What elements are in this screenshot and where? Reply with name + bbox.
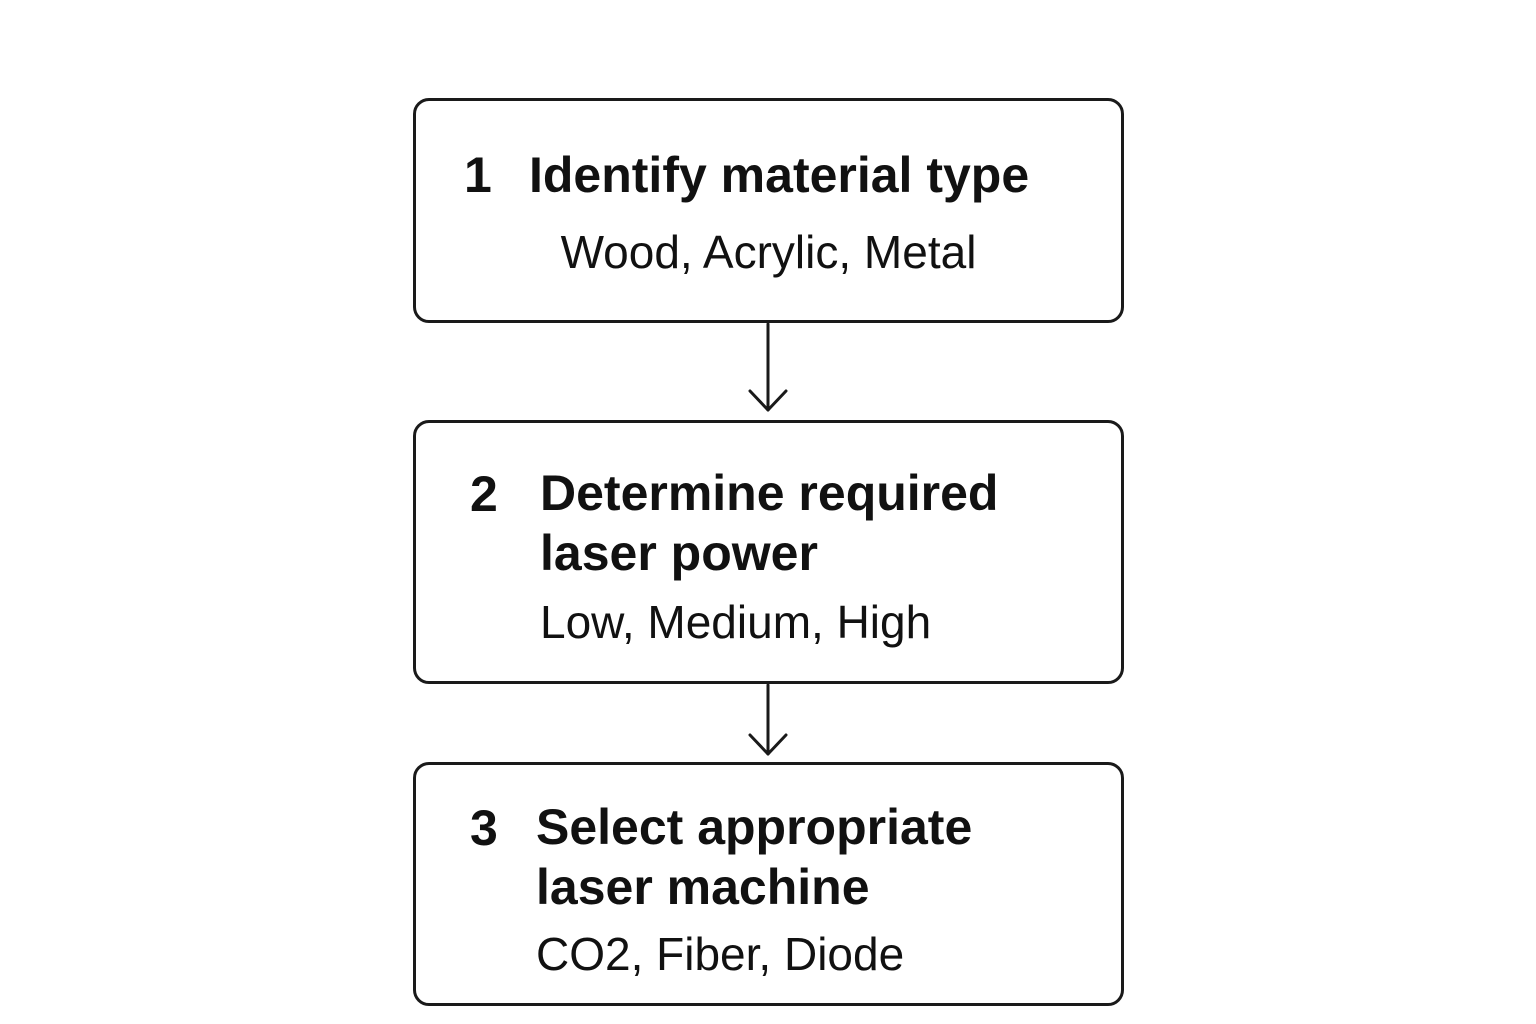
step-title-2: Determine required laser power — [540, 465, 999, 581]
step-number-2: 2 — [470, 466, 498, 522]
step-number-1: 1 — [464, 147, 492, 203]
step-box-2: 2 Determine required laser power Low, Me… — [413, 420, 1124, 684]
step-box-1: 1 Identify material type Wood, Acrylic, … — [413, 98, 1124, 323]
step-title-1: Identify material type — [529, 147, 1030, 203]
step-number-3: 3 — [470, 800, 498, 856]
step-box-3: 3 Select appropriate laser machine CO2, … — [413, 762, 1124, 1006]
arrow-head-2 — [748, 733, 788, 756]
step-options-2: Low, Medium, High — [540, 596, 932, 648]
arrow-head-1 — [748, 389, 788, 412]
arrow-1-to-2 — [748, 322, 788, 412]
step-options-1: Wood, Acrylic, Metal — [560, 226, 977, 278]
step-options-3: CO2, Fiber, Diode — [536, 928, 905, 980]
arrow-2-to-3 — [748, 683, 788, 756]
step-title-3: Select appropriate laser machine — [536, 799, 973, 915]
